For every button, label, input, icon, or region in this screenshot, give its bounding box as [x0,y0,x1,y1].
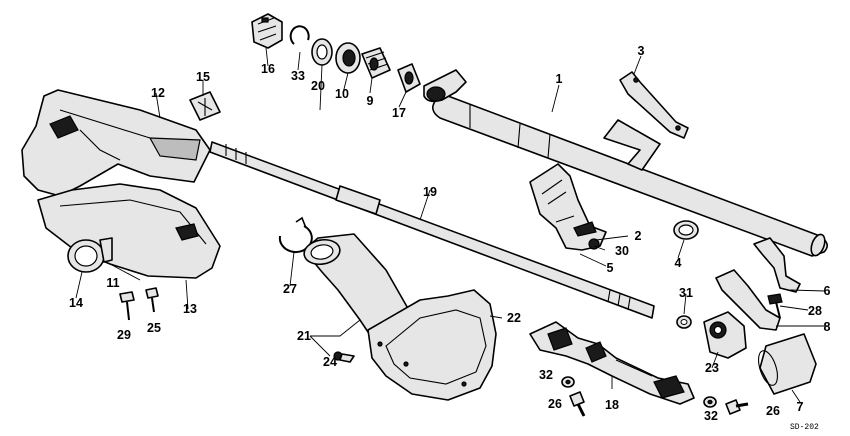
upper-column-cover [21,89,211,197]
callout-20: 20 [311,78,325,93]
callout-1: 1 [555,71,563,86]
callout-6: 6 [823,283,831,298]
callout-22: 22 [507,310,521,325]
callout-2: 2 [634,228,642,243]
bolt-26b [725,399,749,415]
callout-17: 17 [392,105,406,120]
screw-29 [119,291,135,321]
bolt-26a [569,391,586,417]
callout-14: 14 [69,295,83,310]
bracket-strap [619,71,689,139]
callout-10: 10 [335,86,349,101]
bolt-28 [767,293,783,319]
callout-24: 24 [323,354,337,369]
ignition-switch [703,311,747,359]
callout-5: 5 [606,260,614,275]
callout-33: 33 [291,68,305,83]
callout-23: 23 [705,360,719,375]
leader-lines [75,47,826,403]
mount-bracket [753,237,801,293]
hose-clip [278,216,313,254]
washer [311,38,333,66]
callout-3: 3 [637,43,645,58]
clamp-bracket [715,269,781,331]
callout-32b: 32 [704,408,718,423]
push-pin [333,351,355,363]
ring-spacer [99,237,113,263]
callout-27: 27 [283,281,297,296]
callout-21: 21 [297,328,311,343]
washer-32b [703,396,717,408]
cancel-sleeve [397,63,421,93]
bearing [361,47,391,79]
snap-ring [289,25,310,45]
callout-32a: 32 [539,367,553,382]
dash-cover-plate [367,289,497,401]
callout-30: 30 [615,243,629,258]
callout-26b: 26 [766,403,780,418]
universal-joint-shaft [529,321,695,405]
diagram-code: SD-202 [790,423,819,432]
small-washer [676,315,692,329]
washer-32a [561,376,575,388]
column-tube [423,69,828,257]
bushing [335,42,361,74]
callout-29: 29 [117,327,131,342]
label-plate [189,91,221,121]
steering-shaft [209,141,655,319]
callout-8: 8 [823,319,831,334]
callout-19: 19 [423,184,437,199]
callout-11: 11 [106,275,120,290]
column-ring [67,239,105,273]
callout-15: 15 [196,69,210,84]
callout-4: 4 [674,255,682,270]
callout-28: 28 [808,303,822,318]
callout-12: 12 [151,85,165,100]
callout-9: 9 [366,93,374,108]
screw-25 [145,287,159,313]
column-sleeve [758,333,817,395]
callout-16: 16 [261,61,275,76]
callout-18: 18 [605,397,619,412]
callout-13: 13 [183,301,197,316]
switch-connector [251,13,283,49]
callout-25: 25 [147,320,161,335]
callout-31: 31 [679,285,693,300]
callout-7: 7 [796,399,804,414]
lower-column-cover [37,183,221,279]
callout-26a: 26 [548,396,562,411]
bearing-ring [673,220,699,240]
tilt-bracket [529,163,607,251]
tube-mount-bracket [603,119,661,171]
